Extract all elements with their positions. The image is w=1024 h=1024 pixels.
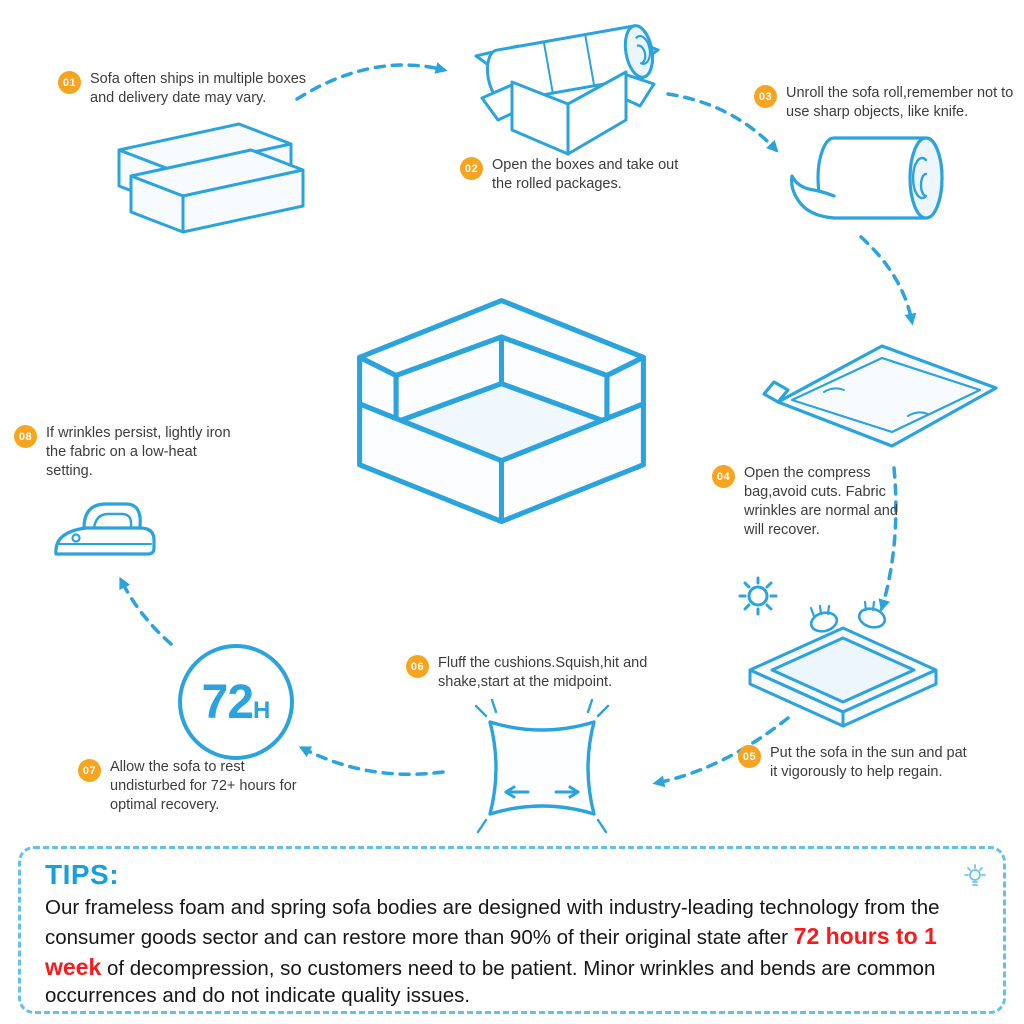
corner-sofa-icon (357, 298, 646, 525)
step-7: 07 Allow the sofa to rest undisturbed fo… (78, 758, 314, 815)
sun-icon (738, 576, 778, 616)
step-5-badge: 05 (738, 745, 761, 768)
step-4-text: Open the compress bag,avoid cuts. Fabric… (744, 465, 898, 539)
step-5-text: Put the sofa in the sun and pat it vigor… (770, 745, 967, 781)
rest-timer-unit: H (253, 697, 271, 724)
cushion-icon (474, 698, 610, 834)
cushion-illustration (446, 692, 638, 852)
shipping-boxes-illustration (105, 106, 320, 243)
step-5: 05 Put the sofa in the sun and pat it vi… (738, 744, 976, 782)
step-6-text: Fluff the cushions.Squish,hit and shake,… (438, 655, 648, 691)
step-4: 04 Open the compress bag,avoid cuts. Fab… (712, 464, 918, 541)
tips-highlight: 72 hours to 1 week (45, 923, 937, 980)
compress-bag-illustration (758, 326, 1010, 467)
step-7-text: Allow the sofa to rest undisturbed for 7… (110, 759, 297, 814)
sofa-base-icon (748, 626, 938, 728)
lightbulb-icon (964, 864, 986, 886)
tips-panel: TIPS: Our frameless foam and spring sofa… (18, 846, 1006, 1014)
step-6-badge: 06 (406, 655, 429, 678)
sofa-roll-icon (790, 136, 944, 220)
step-8: 08 If wrinkles persist, lightly iron the… (14, 424, 240, 481)
fluff-arrows-icon (504, 785, 580, 799)
step-3-text: Unroll the sofa roll,remember not to use… (786, 85, 1014, 121)
step-8-text: If wrinkles persist, lightly iron the fa… (46, 425, 231, 480)
step-8-badge: 08 (14, 425, 37, 448)
tips-title: TIPS: (45, 859, 120, 890)
open-box-with-roll-icon (474, 24, 660, 156)
step-4-badge: 04 (712, 465, 735, 488)
tips-body-after: of decompression, so customers need to b… (45, 956, 936, 1008)
compress-bag-icon (762, 344, 998, 448)
step-2-text: Open the boxes and take out the rolled p… (492, 157, 679, 193)
sofa-roll-illustration (786, 126, 971, 243)
iron-illustration (46, 486, 168, 583)
step-3-badge: 03 (754, 85, 777, 108)
step-2: 02 Open the boxes and take out the rolle… (460, 156, 680, 194)
step-7-badge: 07 (78, 759, 101, 782)
sofa-in-sun-illustration (722, 570, 964, 737)
arrow-step6-to-step7 (298, 746, 445, 777)
step-1: 01 Sofa often ships in multiple boxes an… (58, 70, 328, 108)
arrow-step7-to-step8 (119, 576, 173, 646)
rest-timer-hours: 72 (201, 675, 254, 729)
open-box-illustration (448, 4, 668, 171)
arrow-step3-to-step4 (859, 235, 917, 326)
sofa-module-illustration (314, 282, 689, 541)
step-1-text: Sofa often ships in multiple boxes and d… (90, 71, 307, 107)
rest-timer-72h: 72 H (178, 644, 294, 760)
iron-icon (54, 502, 156, 556)
tips-body-before: Our frameless foam and spring sofa bodie… (45, 896, 940, 950)
step-2-badge: 02 (460, 157, 483, 180)
step-3: 03 Unroll the sofa roll,remember not to … (754, 84, 1016, 122)
step-1-badge: 01 (58, 71, 81, 94)
shipping-boxes-icon (117, 122, 305, 234)
step-6: 06 Fluff the cushions.Squish,hit and sha… (406, 654, 668, 692)
tips-body: Our frameless foam and spring sofa bodie… (45, 894, 995, 1010)
patting-hands-icon (809, 600, 887, 633)
